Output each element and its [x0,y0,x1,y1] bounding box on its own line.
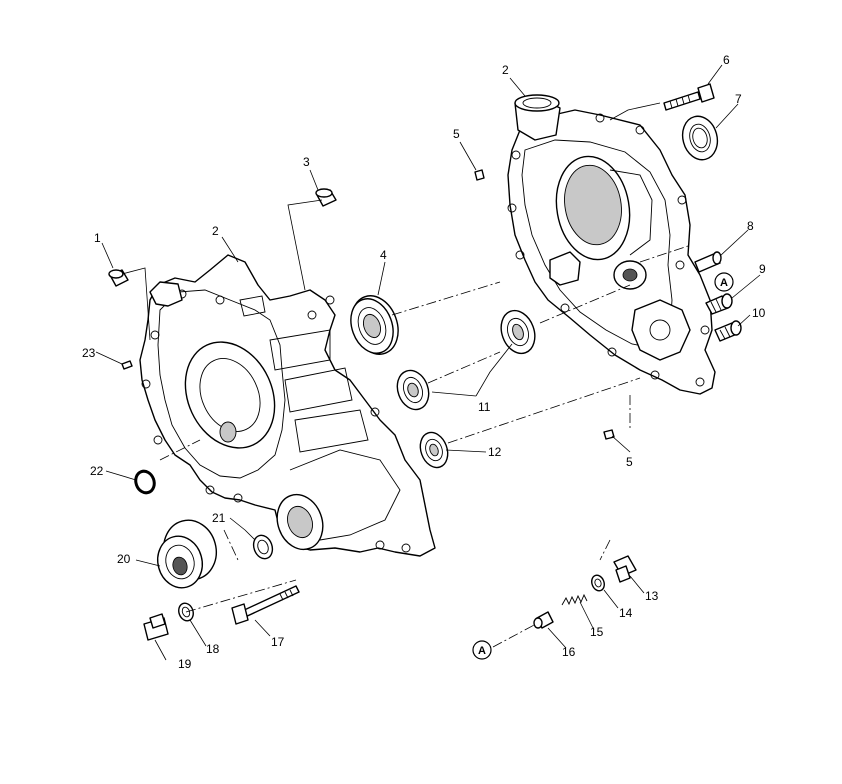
reference-mark-a-lower-label: A [478,645,486,657]
callout-14: 14 [619,606,633,620]
oil-seal-7 [681,115,719,161]
callout-12: 12 [488,445,502,459]
reference-mark-a-upper: A [714,272,734,292]
long-bolt-17 [231,585,300,625]
seal-21 [252,534,274,560]
callout-5-upper: 5 [453,127,460,141]
pin-23 [121,360,133,370]
callout-1: 1 [94,231,101,245]
callout-7: 7 [735,92,742,106]
callout-6: 6 [723,53,730,67]
left-crankcase-half [139,254,436,557]
assembly-lines [159,245,689,648]
plug-8 [694,251,722,273]
callout-3: 3 [303,155,310,169]
callout-labels: 1 2 2 3 4 5 5 6 7 8 9 10 11 12 13 14 15 … [82,53,766,671]
callout-10: 10 [752,306,766,320]
callout-13: 13 [645,589,659,603]
right-crankcase-half [507,94,716,395]
bearing-4 [350,295,399,355]
callout-23: 23 [82,346,96,360]
callout-11: 11 [478,400,491,414]
o-ring-22 [134,469,156,495]
drain-plug-19 [143,613,169,641]
reference-mark-a-upper-label: A [720,277,728,289]
dowel-pin-3 [315,188,337,207]
dowel-pin-1 [108,269,129,287]
callout-22: 22 [90,464,104,478]
callout-9: 9 [759,262,766,276]
callout-4: 4 [380,248,387,262]
callout-2-right: 2 [502,63,509,77]
bearing-11-upper [500,309,536,355]
plug-bolt-13 [613,555,637,583]
bolt-6 [663,83,715,111]
pin-5-upper [474,169,485,181]
callout-19: 19 [178,657,192,671]
pin-5-lower [603,429,615,440]
plunger-16 [533,611,554,629]
callout-2-left: 2 [212,224,219,238]
callout-20: 20 [117,552,131,566]
fitting-10 [714,320,742,342]
spring-15 [561,593,588,606]
washer-14 [591,574,605,592]
leader-lines [95,64,761,661]
callout-5-lower: 5 [626,455,633,469]
filter-cap-20 [157,519,217,589]
reference-mark-a-lower: A [472,640,492,660]
callout-18: 18 [206,642,220,656]
fitting-9 [705,293,733,315]
bearing-11-lower [396,369,430,411]
callout-16: 16 [562,645,576,659]
callout-15: 15 [590,625,604,639]
callout-8: 8 [747,219,754,233]
callout-17: 17 [271,635,285,649]
bearing-12 [419,431,449,469]
callout-21: 21 [212,511,226,525]
